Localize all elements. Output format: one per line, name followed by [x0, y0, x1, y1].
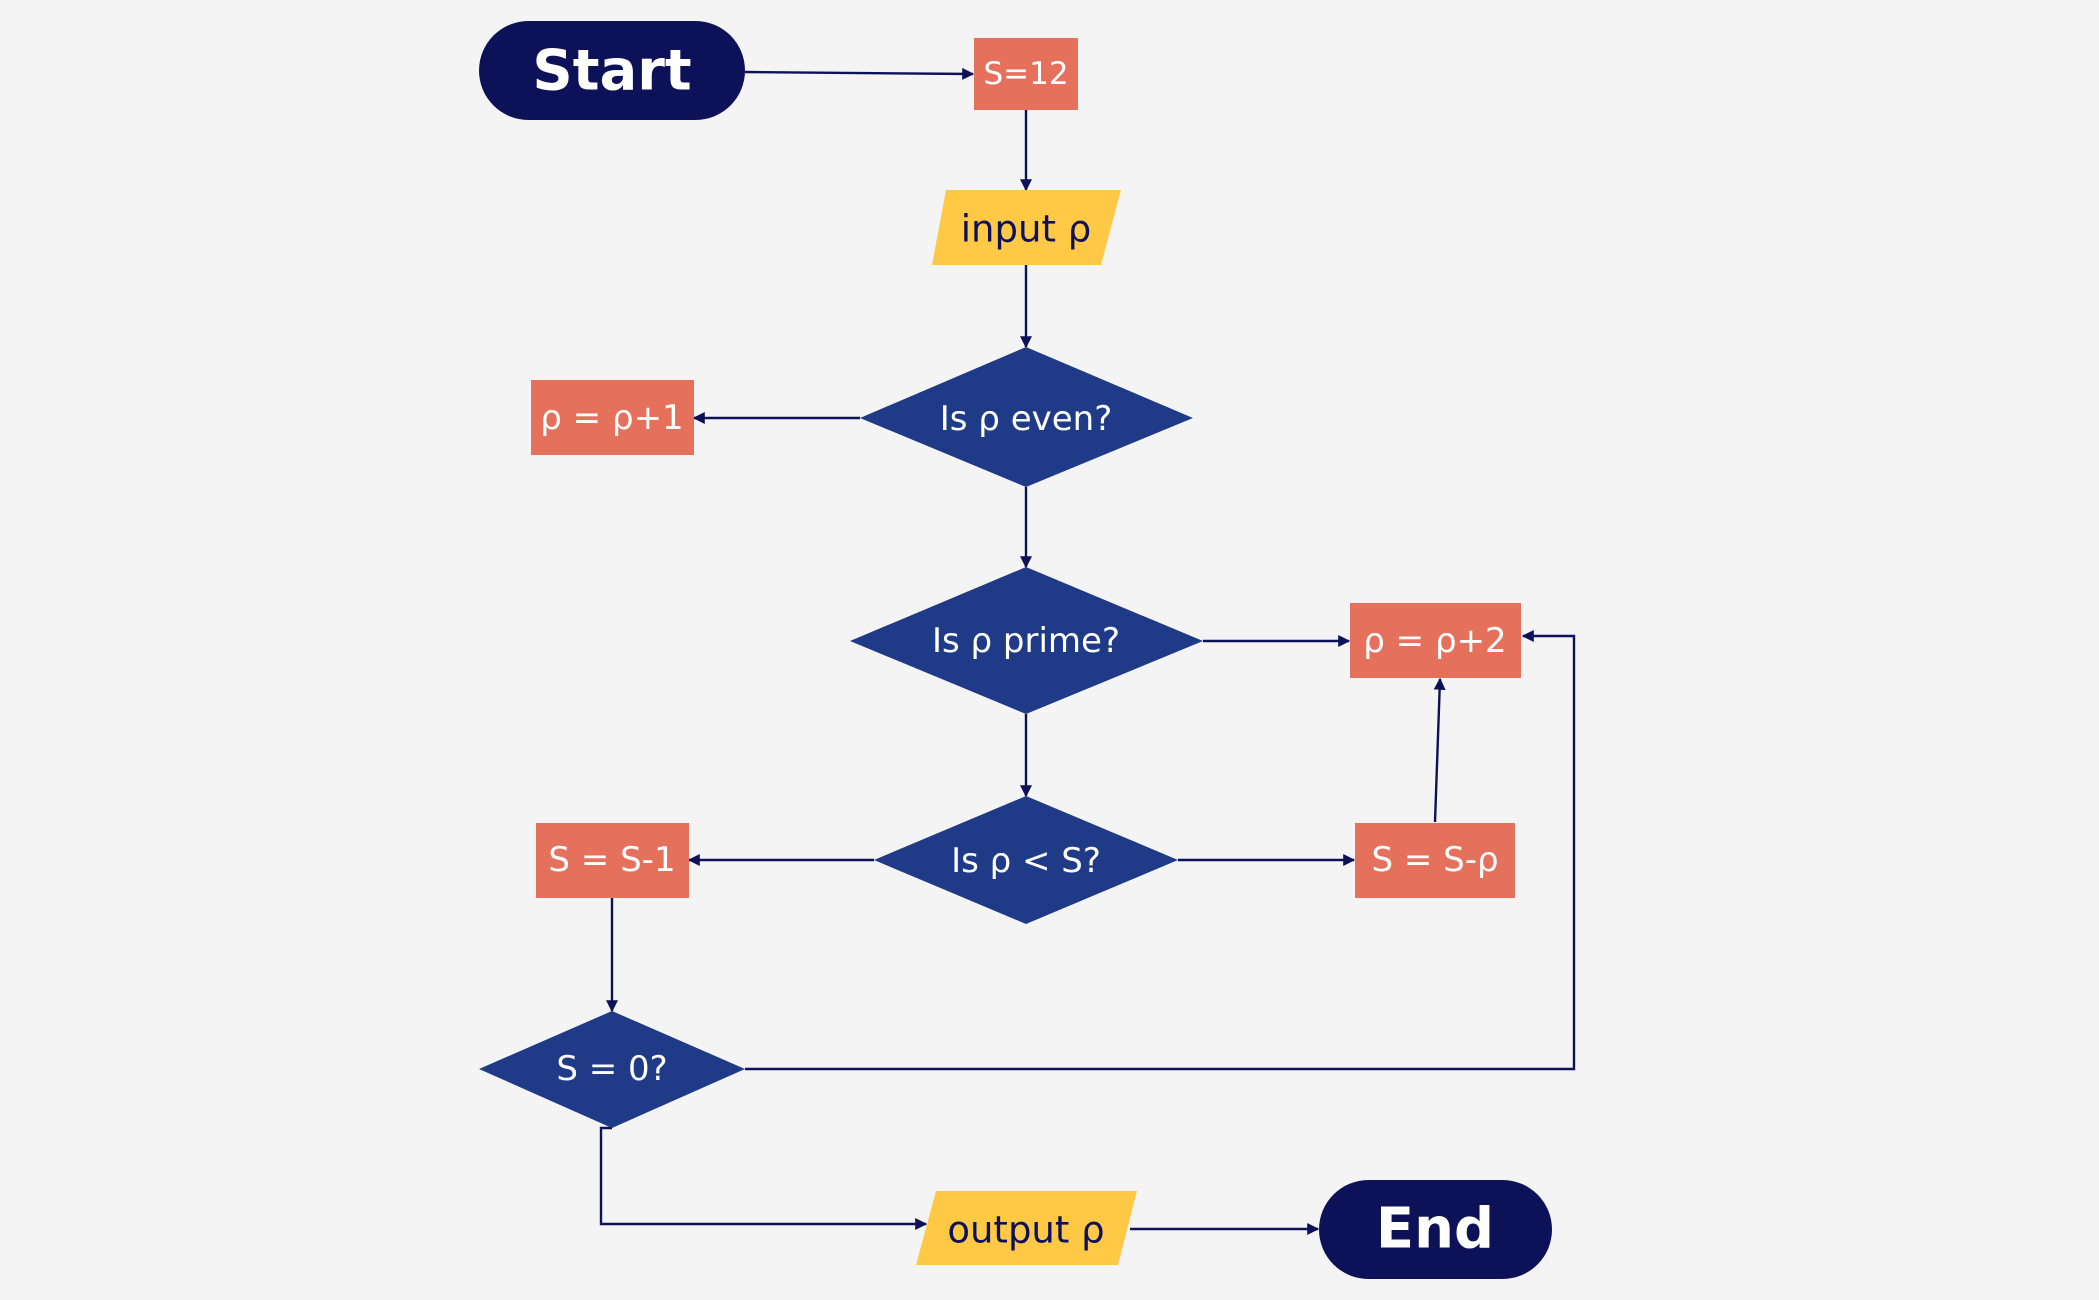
is-even-decision: Is ρ even?: [860, 347, 1193, 487]
connectors: [599, 67, 1576, 1235]
end-terminator: End: [1319, 1180, 1552, 1279]
s-minus-p-label: S = S-ρ: [1371, 840, 1498, 880]
is-less-shape: [874, 796, 1178, 924]
p-plus-2-label: ρ = ρ+2: [1363, 621, 1506, 661]
p-plus-1-process: ρ = ρ+1: [531, 380, 694, 455]
start-shape: [479, 21, 745, 120]
output-p-shape: [916, 1191, 1137, 1265]
connector-szero-to-output: [599, 1126, 928, 1230]
connector-start-to-init: [744, 67, 975, 80]
is-even-label: Is ρ even?: [940, 399, 1113, 439]
input-p-label: input ρ: [961, 208, 1091, 251]
s-zero-decision: S = 0?: [479, 1011, 745, 1128]
connector-szero-loop-to-plus2: [745, 630, 1576, 1071]
p-plus-1-shape: [531, 380, 694, 455]
output-p-label: output ρ: [947, 1209, 1104, 1252]
s-minus-1-shape: [536, 823, 689, 898]
start-terminator: Start: [479, 21, 745, 120]
is-less-decision: Is ρ < S?: [874, 796, 1178, 924]
s-minus-p-process: S = S-ρ: [1355, 823, 1515, 898]
is-prime-label: Is ρ prime?: [932, 621, 1120, 661]
s-zero-label: S = 0?: [556, 1049, 667, 1089]
p-plus-2-process: ρ = ρ+2: [1350, 603, 1521, 678]
s-minus-p-shape: [1355, 823, 1515, 898]
input-p-io: input ρ: [932, 190, 1121, 265]
init-s-shape: [974, 38, 1078, 110]
s-zero-shape: [479, 1011, 745, 1128]
s-minus-1-process: S = S-1: [536, 823, 689, 898]
init-s-process: S=12: [974, 38, 1078, 110]
s-minus-1-label: S = S-1: [548, 840, 675, 880]
end-shape: [1319, 1180, 1552, 1279]
output-p-io: output ρ: [916, 1191, 1137, 1265]
is-prime-shape: [850, 567, 1203, 714]
p-plus-2-shape: [1350, 603, 1521, 678]
input-p-shape: [932, 190, 1121, 265]
is-prime-decision: Is ρ prime?: [850, 567, 1203, 714]
p-plus-1-label: ρ = ρ+1: [540, 398, 683, 438]
is-less-label: Is ρ < S?: [951, 841, 1101, 881]
is-even-shape: [860, 347, 1193, 487]
end-label: End: [1376, 1197, 1494, 1262]
connector-sminusp-to-plus2: [1433, 677, 1446, 823]
init-s-label: S=12: [983, 56, 1068, 92]
start-label: Start: [532, 39, 691, 104]
